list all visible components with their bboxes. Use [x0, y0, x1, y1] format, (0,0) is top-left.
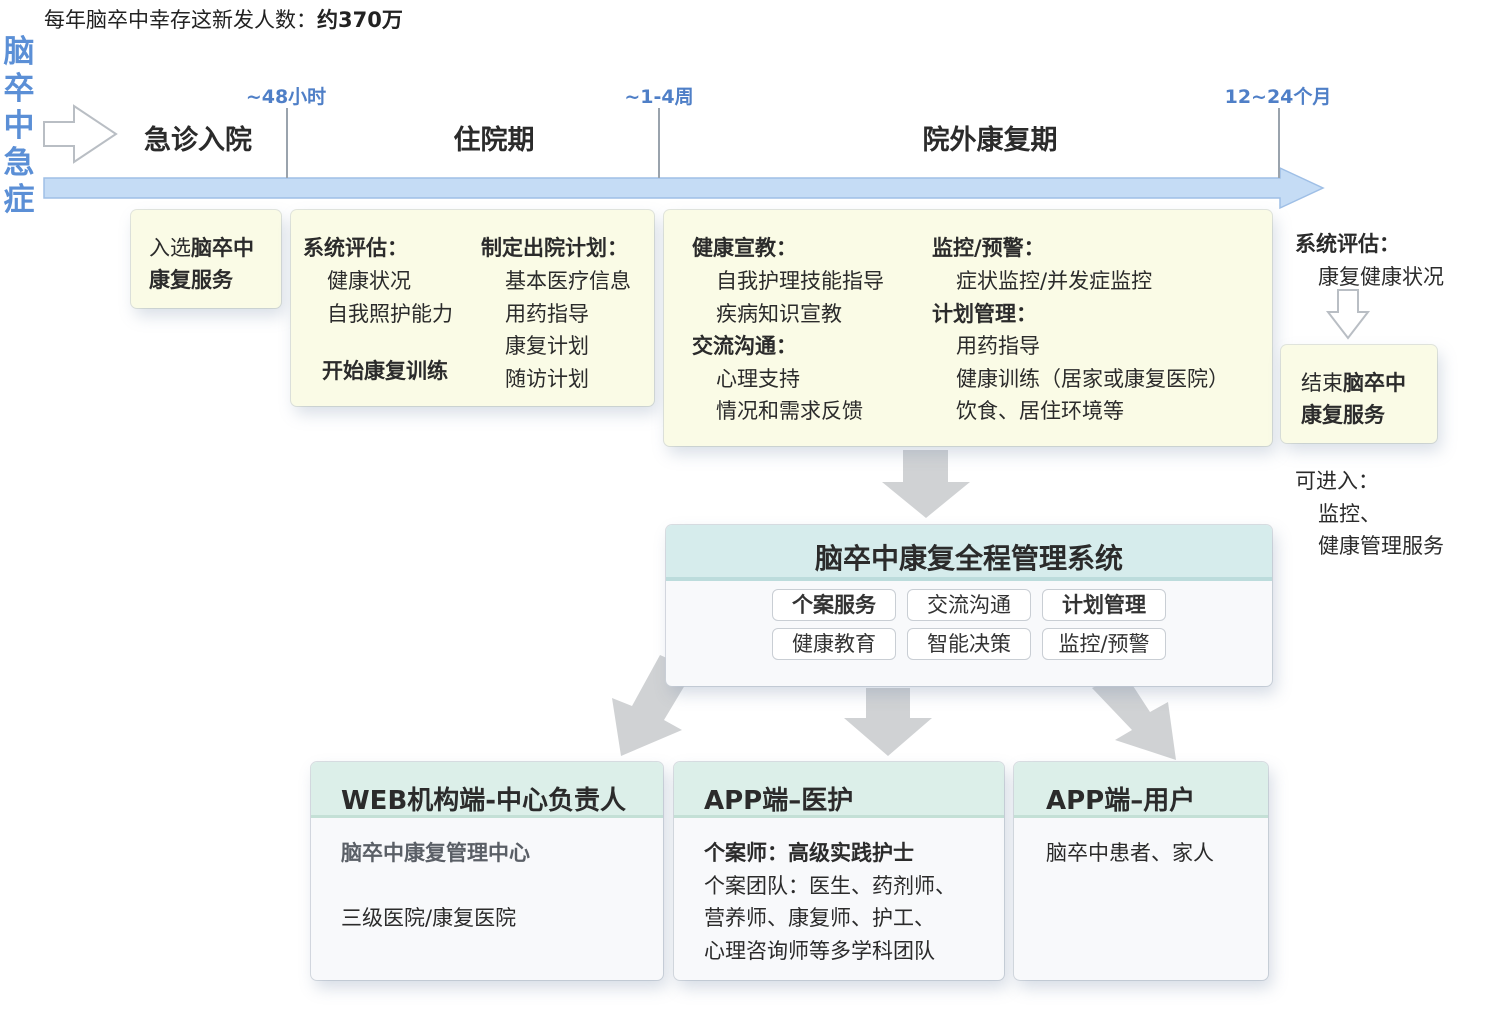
- client-app-medical-header: [674, 762, 1004, 818]
- after-head: 可进入：: [1295, 469, 1379, 493]
- inpatient-left-item: 健康状况: [327, 269, 411, 293]
- client-web-line: 脑卒中康复管理中心: [341, 841, 530, 865]
- inpatient-right-item: 随访计划: [505, 367, 589, 391]
- client-app-medical-title: APP端–医护: [704, 786, 854, 816]
- client-web-title: WEB机构端-中心负责人: [341, 786, 627, 816]
- end-eval-item: 康复健康状况: [1318, 265, 1444, 289]
- timeline-divider: [1278, 108, 1280, 178]
- out-col2-line: 饮食、居住环境等: [956, 399, 1124, 423]
- out-col2-line: 用药指导: [956, 334, 1040, 358]
- time-mark-48h: ~48小时: [245, 86, 327, 108]
- system-title: 脑卒中康复全程管理系统: [814, 542, 1123, 575]
- card-inpatient: 系统评估： 健康状况 自我照护能力 开始康复训练 制定出院计划： 基本医疗信息 …: [291, 210, 654, 406]
- vertical-title-char: 卒: [3, 71, 35, 107]
- admit-line2: 康复服务: [149, 268, 233, 292]
- end-prefix: 结束: [1301, 371, 1343, 395]
- admit-line1: 入选脑卒中: [149, 232, 254, 262]
- client-app-medical-card: APP端–医护 个案师：高级实践护士 个案团队：医生、药剂师、 营养师、康复师、…: [674, 762, 1004, 980]
- card-end-service: 结束脑卒中 康复服务: [1281, 345, 1437, 443]
- inpatient-left-result: 开始康复训练: [322, 359, 448, 383]
- after-item: 监控、: [1318, 502, 1381, 526]
- phase-emergency: 急诊入院: [144, 125, 252, 156]
- module-plan-management: 计划管理: [1042, 589, 1166, 621]
- arrow-to-app-user-icon: [1092, 672, 1176, 760]
- out-col2-line: 症状监控/并发症监控: [956, 269, 1153, 293]
- out-col1-line: 心理支持: [716, 367, 800, 391]
- out-col1-line: 自我护理技能指导: [716, 269, 884, 293]
- system-card: 脑卒中康复全程管理系统 个案服务 交流沟通 计划管理 健康教育 智能决策 监控/…: [666, 525, 1272, 686]
- end-line1: 结束脑卒中: [1301, 367, 1406, 397]
- client-app-medical-line: 个案团队：医生、药剂师、: [704, 874, 956, 898]
- down-arrow-to-system-icon: [882, 450, 970, 518]
- module-case-service: 个案服务: [772, 589, 896, 621]
- client-app-user-line: 脑卒中患者、家人: [1046, 841, 1214, 865]
- out-col1-line: 情况和需求反馈: [716, 399, 863, 423]
- admit-prefix: 入选: [149, 236, 191, 260]
- module-monitor-alert: 监控/预警: [1042, 628, 1166, 660]
- inpatient-right-item: 用药指导: [505, 302, 589, 326]
- client-app-user-card: APP端–用户 脑卒中患者、家人: [1014, 762, 1268, 980]
- module-health-education: 健康教育: [772, 628, 896, 660]
- vertical-title-char: 急: [3, 145, 35, 181]
- down-arrow-outline-icon: [1325, 289, 1371, 340]
- end-eval-head: 系统评估：: [1295, 232, 1400, 256]
- end-line2: 康复服务: [1301, 403, 1385, 427]
- inpatient-right-item: 康复计划: [505, 334, 589, 358]
- out-col1-line: 健康宣教：: [692, 236, 797, 260]
- timeline-arrow: [43, 166, 1325, 210]
- client-app-medical-line: 营养师、康复师、护工、: [704, 906, 935, 930]
- caption-value: 约370万: [317, 8, 403, 32]
- inpatient-left-head: 系统评估：: [303, 236, 408, 260]
- system-header: [666, 525, 1272, 581]
- time-mark-12-24m: 12~24个月: [1224, 86, 1332, 108]
- client-app-medical-line: 心理咨询师等多学科团队: [704, 939, 935, 963]
- timeline-divider: [658, 108, 660, 178]
- timeline-divider: [286, 108, 288, 178]
- card-admit: 入选脑卒中 康复服务: [131, 210, 281, 308]
- out-col1-line: 疾病知识宣教: [716, 302, 842, 326]
- client-web-header: [311, 762, 663, 818]
- end-bold: 脑卒中: [1343, 371, 1406, 395]
- module-smart-decision: 智能决策: [907, 628, 1031, 660]
- inpatient-right-item: 基本医疗信息: [505, 269, 631, 293]
- time-mark-1-4w: ~1-4周: [624, 86, 694, 108]
- phase-outpatient: 院外康复期: [922, 125, 1058, 156]
- vertical-title-char: 脑: [3, 34, 35, 70]
- module-communication: 交流沟通: [907, 589, 1031, 621]
- admit-bold: 脑卒中: [191, 236, 254, 260]
- caption-prefix: 每年脑卒中幸存这新发人数：: [44, 8, 317, 32]
- phase-inpatient: 住院期: [453, 125, 535, 156]
- client-app-medical-lead: 个案师：高级实践护士: [704, 841, 914, 865]
- client-web-card: WEB机构端-中心负责人 脑卒中康复管理中心 三级医院/康复医院: [311, 762, 663, 980]
- inpatient-left-item: 自我照护能力: [327, 302, 453, 326]
- client-app-user-header: [1014, 762, 1268, 818]
- client-web-line: 三级医院/康复医院: [341, 906, 517, 930]
- card-outpatient: 健康宣教： 自我护理技能指导 疾病知识宣教 交流沟通： 心理支持 情况和需求反馈…: [664, 210, 1272, 446]
- after-item: 健康管理服务: [1318, 534, 1444, 558]
- out-col2-line: 计划管理：: [932, 302, 1037, 326]
- out-col2-line: 健康训练（居家或康复医院）: [956, 367, 1229, 391]
- start-arrow-icon: [43, 104, 118, 164]
- arrow-to-app-medical-icon: [844, 688, 932, 756]
- inpatient-right-head: 制定出院计划：: [481, 236, 628, 260]
- out-col2-line: 监控/预警：: [932, 236, 1045, 260]
- vertical-title: 脑 卒 中 急 症: [2, 34, 36, 219]
- out-col1-line: 交流沟通：: [692, 334, 797, 358]
- client-app-user-title: APP端–用户: [1046, 786, 1196, 816]
- top-caption: 每年脑卒中幸存这新发人数：约370万: [44, 4, 403, 34]
- vertical-title-char: 中: [3, 108, 35, 144]
- vertical-title-char: 症: [3, 182, 35, 218]
